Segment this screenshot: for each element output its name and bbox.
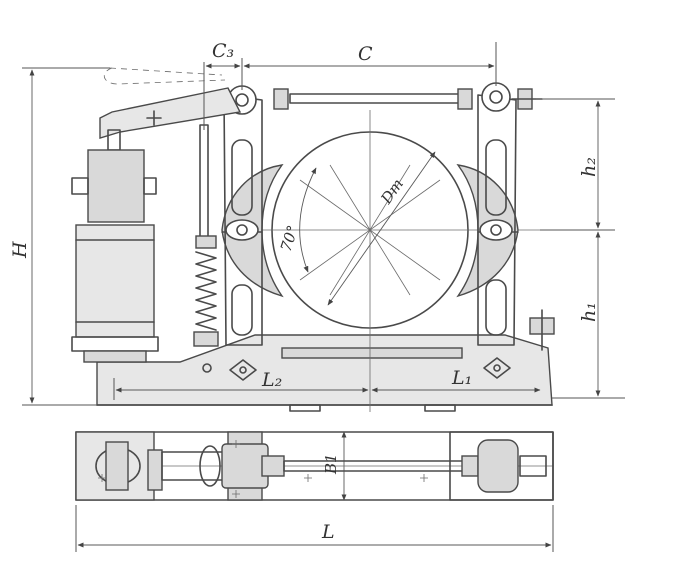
spring-column	[193, 124, 219, 347]
label-l: L	[321, 521, 335, 543]
tie-rod	[273, 88, 543, 110]
label-c: C	[358, 43, 373, 65]
adjuster-bolt	[529, 309, 555, 351]
label-h: H	[9, 241, 31, 259]
operating-lever	[99, 67, 242, 139]
right-brake-shoe	[456, 164, 519, 298]
base-plate	[96, 334, 553, 412]
label-l2: L₂	[261, 369, 282, 391]
label-h2: h₂	[578, 157, 600, 177]
label-c3: C₃	[212, 40, 234, 62]
front-view	[71, 67, 555, 412]
label-h1: h₁	[578, 302, 600, 322]
label-b1: B1	[322, 453, 340, 475]
dimension-lines	[22, 42, 625, 552]
left-brake-shoe	[221, 164, 284, 298]
thruster-unit	[71, 129, 159, 363]
right-lever-arm	[477, 82, 517, 346]
label-l1: L₁	[451, 367, 472, 389]
top-view	[75, 431, 554, 501]
